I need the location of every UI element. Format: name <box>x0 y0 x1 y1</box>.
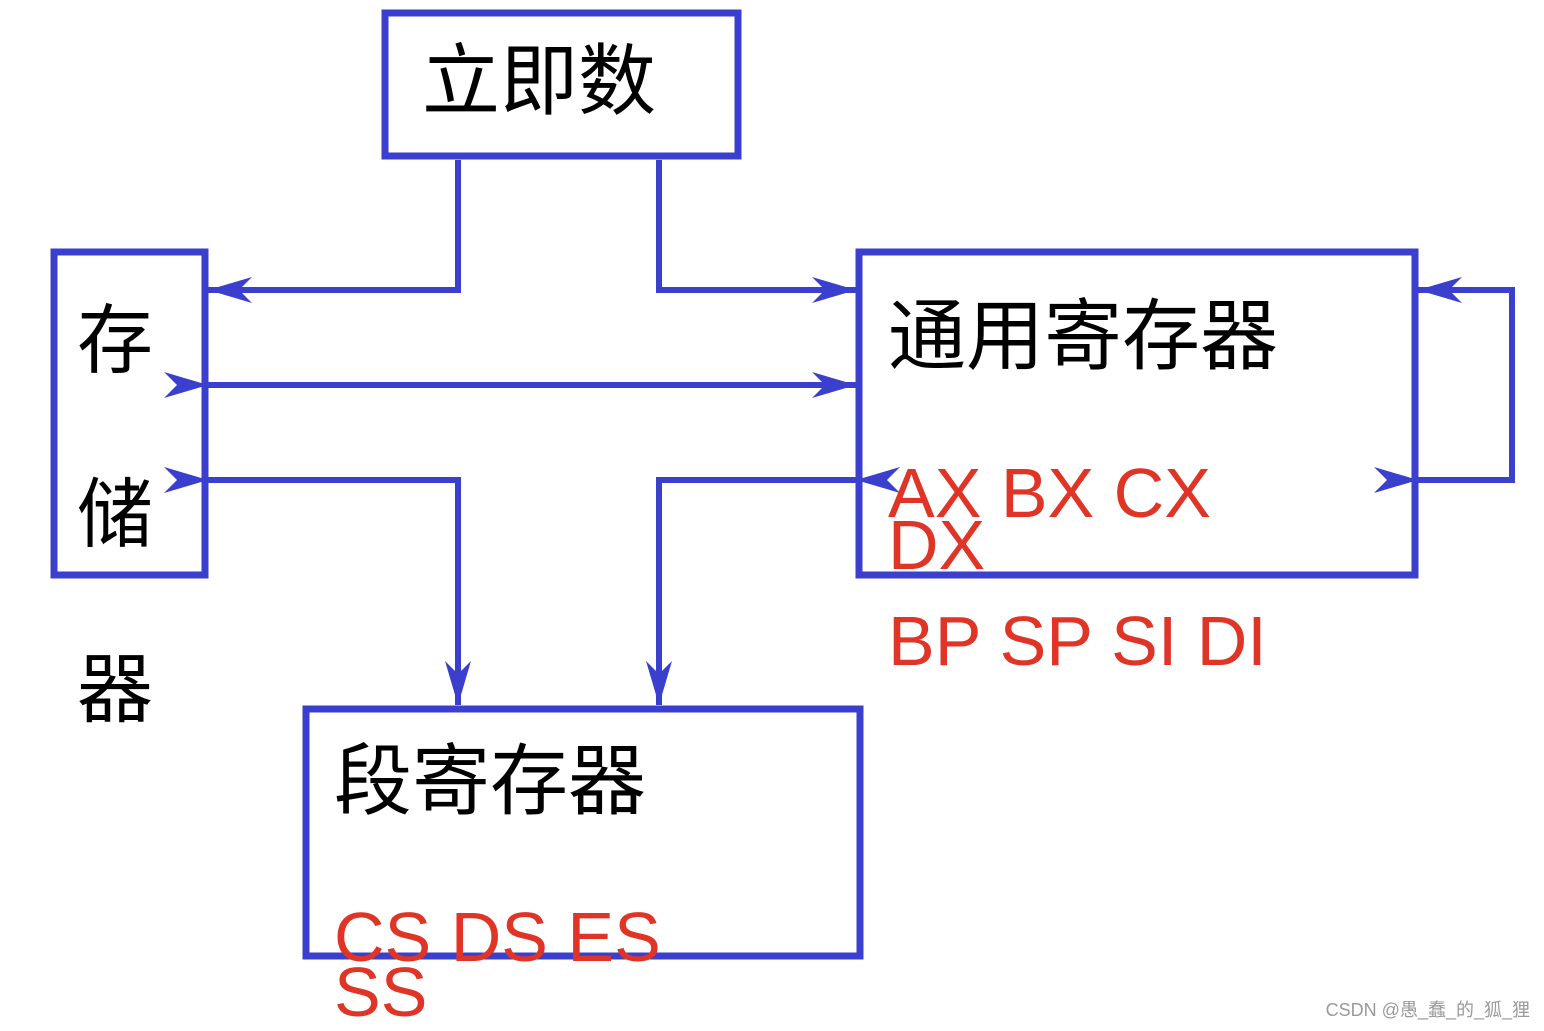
general-registers-list-2: DX <box>888 506 986 584</box>
general-registers-label: 通用寄存器 <box>888 292 1279 382</box>
memory-box <box>50 248 209 579</box>
watermark: CSDN @愚_蠢_的_狐_狸 <box>1325 1000 1530 1020</box>
memory-label-char-3: 器 <box>77 645 153 734</box>
segment-registers-label: 段寄存器 <box>334 737 647 827</box>
memory-label-char-1: 存 <box>77 296 153 385</box>
memory-label-char-2: 储 <box>77 470 153 559</box>
segment-registers-box <box>302 705 864 960</box>
segment-registers-list-1: CS DS ES <box>334 898 661 976</box>
general-registers-list-3: BP SP SI DI <box>888 602 1267 680</box>
arrow-general-self-loop <box>1374 277 1515 493</box>
segment-registers-list-2: SS <box>334 953 428 1031</box>
general-registers-list-1: AX BX CX <box>888 454 1211 532</box>
arrow-memory-segment-bidirectional <box>164 467 471 705</box>
immediate-label: 立即数 <box>422 37 657 127</box>
immediate-box <box>381 9 742 160</box>
arrow-general-segment-bidirectional <box>646 467 900 705</box>
arrow-immediate-to-memory <box>208 160 461 303</box>
arrow-immediate-to-general <box>656 160 856 303</box>
